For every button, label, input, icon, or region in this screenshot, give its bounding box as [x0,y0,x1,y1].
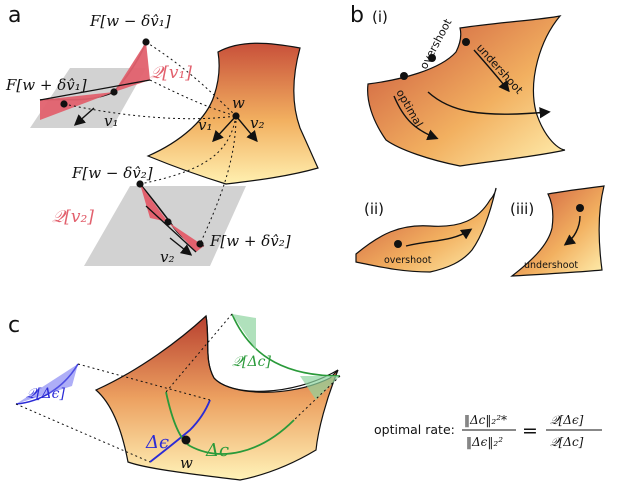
label-q-delta-c: 𝒬[Δc] [232,354,271,370]
curve-q-delta-c [231,313,341,377]
label-sub-iii: (iii) [510,200,534,218]
formula-den-right: 𝒬[Δc] [550,435,584,449]
dotted-link-v2-top [139,115,237,185]
formula-equals: = [522,420,538,442]
start-optimal-i [400,72,408,80]
label-delta-eps: Δϵ [145,432,169,453]
path-overshoot-i [427,91,551,119]
tangent-line-v1 [39,79,151,101]
point-f-plus-v2 [196,240,204,248]
dotted-link-c-2 [15,403,151,463]
point-center-v2 [164,218,172,226]
arrow-v1-surface [212,115,237,143]
label-v1-surface: v₁ [198,116,213,134]
panel-letter-c: c [8,313,20,338]
label-overshoot-ii: overshoot [384,255,432,266]
curve-delta-c-surface [165,391,295,455]
label-v2-surface: v₂ [250,114,265,132]
dotted-link-v1-bottom [63,103,237,120]
quad-fill-v1-left [40,92,114,120]
label-f-minus-v1: F[w − δv̂₁] [89,12,171,30]
tangent-line-v2 [145,205,197,253]
label-sub-ii: (ii) [364,200,384,218]
fill-q-delta-eps [16,364,78,404]
label-optimal-rate: optimal rate: [374,422,455,437]
label-q-v2: 𝒬[v₂] [52,207,94,227]
quad-fill-v2-top [140,184,168,222]
dotted-link-v2-bottom [199,115,237,245]
fill-q-delta-c-right [300,376,340,400]
label-q-delta-eps: 𝒬[Δϵ] [26,386,65,402]
curve-delta-eps-surface [149,399,211,463]
point-w-c [181,435,191,445]
panel-letter-b: b [350,3,364,28]
formula-den-left: ‖Δϵ‖₂² [466,435,503,449]
start-overshoot-ii [394,240,402,248]
label-undershoot-iii: undershoot [524,260,578,271]
path-undershoot-iii [563,215,581,246]
dotted-link-v1-top [145,41,237,117]
loss-surface-a [146,42,319,185]
panel-letter-a: a [8,3,21,28]
arrow-v2-surface [235,115,258,143]
label-f-plus-v2: F[w + δv̂₂] [209,232,291,250]
arrow-v1-left [73,107,95,126]
quad-fill-v2-bottom [168,222,204,252]
start-undershoot-iii [576,204,584,212]
formula-num-right: 𝒬[Δϵ] [550,413,584,427]
formula-num-left: ‖Δc‖₂²* [464,413,507,427]
path-optimal-i [393,95,439,141]
label-sub-i: (i) [372,8,388,26]
label-v1-left: v₁ [104,112,119,130]
point-center-v1 [110,88,118,96]
label-v2-bottom: v₂ [160,248,175,266]
label-delta-c: Δc [205,440,229,461]
path-undershoot-i [473,49,510,93]
fill-q-delta-c-left [232,314,256,350]
quad-fill-v1-right [114,42,150,92]
label-f-plus-v1: F[w + δv̂₁] [5,76,87,94]
label-f-minus-v2: F[w − δv̂₂] [71,164,153,182]
surface-b-ii [355,187,497,273]
dotted-link-c-3 [165,313,233,393]
surface-c-ridge [205,315,339,392]
point-f-plus-v1 [60,100,68,108]
dotted-link-c-4 [293,375,341,421]
tangent-plane-v2 [84,186,246,266]
label-w-c: w [180,454,193,472]
label-q-v1: 𝒬[v₁] [150,63,192,83]
label-w-a: w [232,94,245,112]
start-overshoot-i [428,54,436,62]
start-undershoot-i [462,38,470,46]
arrow-v2-bottom [169,237,193,256]
path-overshoot-ii [405,228,473,247]
